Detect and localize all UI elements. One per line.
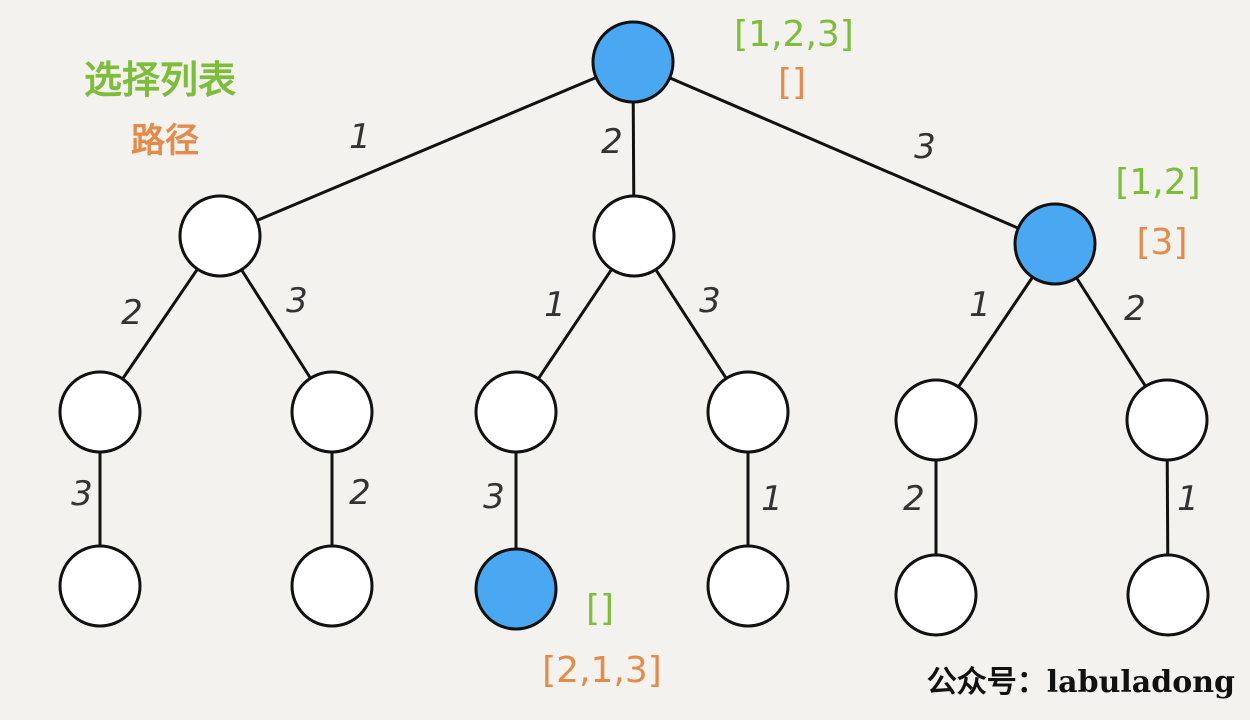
tree-node (1126, 553, 1210, 637)
choice-list-annotation: [] (586, 588, 614, 629)
edge-label: 1 (969, 285, 991, 325)
tree-node (290, 544, 374, 628)
tree-node (706, 370, 790, 454)
edge-label: 3 (286, 281, 308, 321)
tree-edge (121, 267, 199, 381)
tree-node (894, 378, 978, 462)
edge-label: 2 (121, 293, 143, 333)
edge-label: 1 (1177, 479, 1199, 519)
tree-node (706, 544, 790, 628)
tree-node (592, 194, 676, 278)
edge-label: 2 (349, 473, 371, 513)
tree-node (58, 544, 142, 628)
edge-label: 3 (699, 281, 721, 321)
tree-edge (536, 267, 614, 381)
watermark-text: 公众号：labuladong (927, 665, 1235, 700)
tree-node (58, 370, 142, 454)
path-annotation: [2,1,3] (542, 650, 662, 691)
annotations-layer: [1,2,3] [] [1,2] [3] [] [2,1,3] (542, 14, 1201, 691)
edge-labels-layer: 1 2 3 2 3 1 3 1 2 3 2 3 1 2 1 (71, 117, 1199, 519)
tree-edge (239, 268, 313, 380)
tree-node (290, 370, 374, 454)
edge-label: 2 (903, 479, 925, 519)
edge-label: 1 (544, 285, 566, 325)
tree-edge (956, 275, 1035, 389)
tree-edge (1074, 276, 1148, 388)
edge-label: 1 (349, 117, 371, 157)
tree-node (1125, 378, 1209, 462)
edges-layer (98, 76, 1170, 557)
legend-path-label: 路径 (131, 121, 199, 161)
path-annotation: [] (778, 62, 806, 103)
edge-label: 2 (601, 122, 623, 162)
path-annotation: [3] (1137, 222, 1188, 263)
tree-edge (1165, 458, 1170, 557)
edge-label: 3 (483, 477, 505, 517)
edge-label: 2 (1124, 289, 1146, 329)
tree-node (894, 553, 978, 637)
tree-edge (668, 76, 1020, 230)
tree-edge (255, 76, 598, 222)
tree-node-highlighted (591, 20, 675, 104)
tree-edge (631, 100, 636, 198)
tree-node (474, 370, 558, 454)
edge-label: 3 (71, 474, 93, 514)
tree-node-highlighted (1013, 202, 1097, 286)
tree-node (178, 194, 262, 278)
legend-choice-list-label: 选择列表 (84, 58, 236, 102)
choice-list-annotation: [1,2,3] (734, 14, 854, 55)
edge-label: 1 (761, 479, 783, 519)
edge-label: 3 (914, 127, 936, 167)
tree-edge (654, 268, 728, 380)
choice-list-annotation: [1,2] (1115, 162, 1200, 203)
tree-node-highlighted (474, 547, 558, 631)
nodes-layer (58, 20, 1210, 637)
